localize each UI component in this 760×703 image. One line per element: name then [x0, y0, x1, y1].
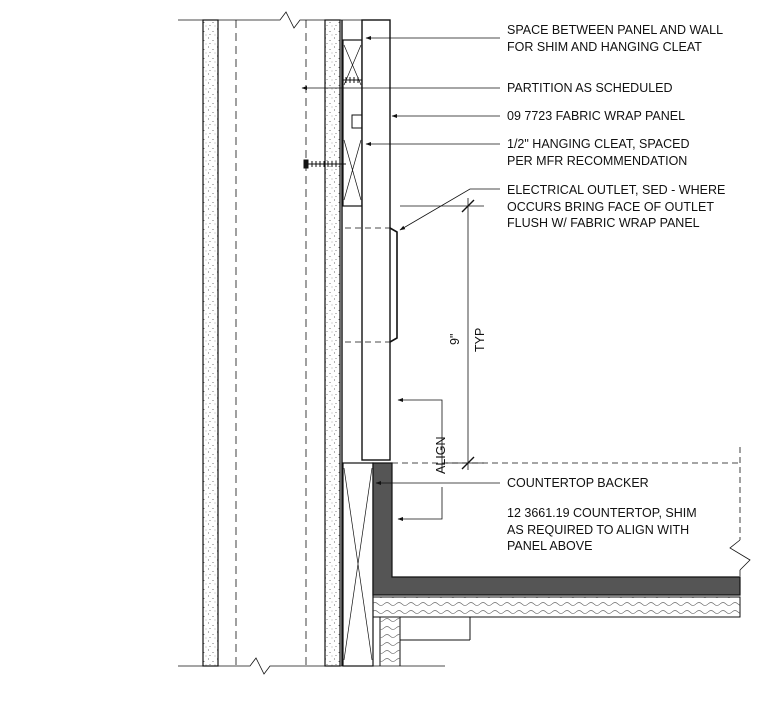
note-hanging-cleat: 1/2" HANGING CLEAT, SPACED PER MFR RECOM…: [507, 136, 690, 169]
note-line: PARTITION AS SCHEDULED: [507, 81, 673, 95]
note-line: PER MFR RECOMMENDATION: [507, 153, 688, 168]
note-line: 12 3661.19 COUNTERTOP, SHIM: [507, 506, 697, 520]
note-space-between: SPACE BETWEEN PANEL AND WALL FOR SHIM AN…: [507, 22, 723, 55]
dimension-height-note: TYP: [473, 327, 487, 352]
note-line: FLUSH W/ FABRIC WRAP PANEL: [507, 216, 700, 230]
note-line: 09 7723 FABRIC WRAP PANEL: [507, 109, 686, 123]
leader-align: [397, 398, 443, 470]
note-line: ELECTRICAL OUTLET, SED - WHERE: [507, 183, 726, 197]
fabric-wrap-panel: [345, 19, 398, 461]
note-countertop-backer: COUNTERTOP BACKER: [507, 475, 649, 492]
leader-outlet: [399, 188, 500, 231]
hanging-cleat: [342, 39, 363, 207]
note-line: OCCURS BRING FACE OF OUTLET: [507, 199, 714, 214]
leader-lines: [301, 36, 500, 521]
leader-countertop: [397, 487, 443, 521]
note-line: COUNTERTOP BACKER: [507, 476, 649, 490]
dimension-height-value: 9": [448, 333, 462, 345]
dimension-lines: [400, 198, 484, 470]
partition-wall: [178, 11, 445, 675]
note-line: AS REQUIRED TO ALIGN WITH: [507, 522, 690, 537]
note-electrical-outlet: ELECTRICAL OUTLET, SED - WHERE OCCURS BR…: [507, 182, 725, 232]
countertop-backer: [342, 462, 374, 667]
note-fabric-panel: 09 7723 FABRIC WRAP PANEL: [507, 108, 685, 125]
dimension-align-label: ALIGN: [434, 436, 448, 474]
note-line: PANEL ABOVE: [507, 539, 593, 553]
note-partition: PARTITION AS SCHEDULED: [507, 80, 673, 97]
note-countertop: 12 3661.19 COUNTERTOP, SHIM AS REQUIRED …: [507, 505, 697, 555]
note-line: FOR SHIM AND HANGING CLEAT: [507, 39, 702, 54]
note-line: 1/2" HANGING CLEAT, SPACED: [507, 137, 690, 151]
countertop: [372, 447, 751, 666]
note-line: SPACE BETWEEN PANEL AND WALL: [507, 23, 724, 37]
